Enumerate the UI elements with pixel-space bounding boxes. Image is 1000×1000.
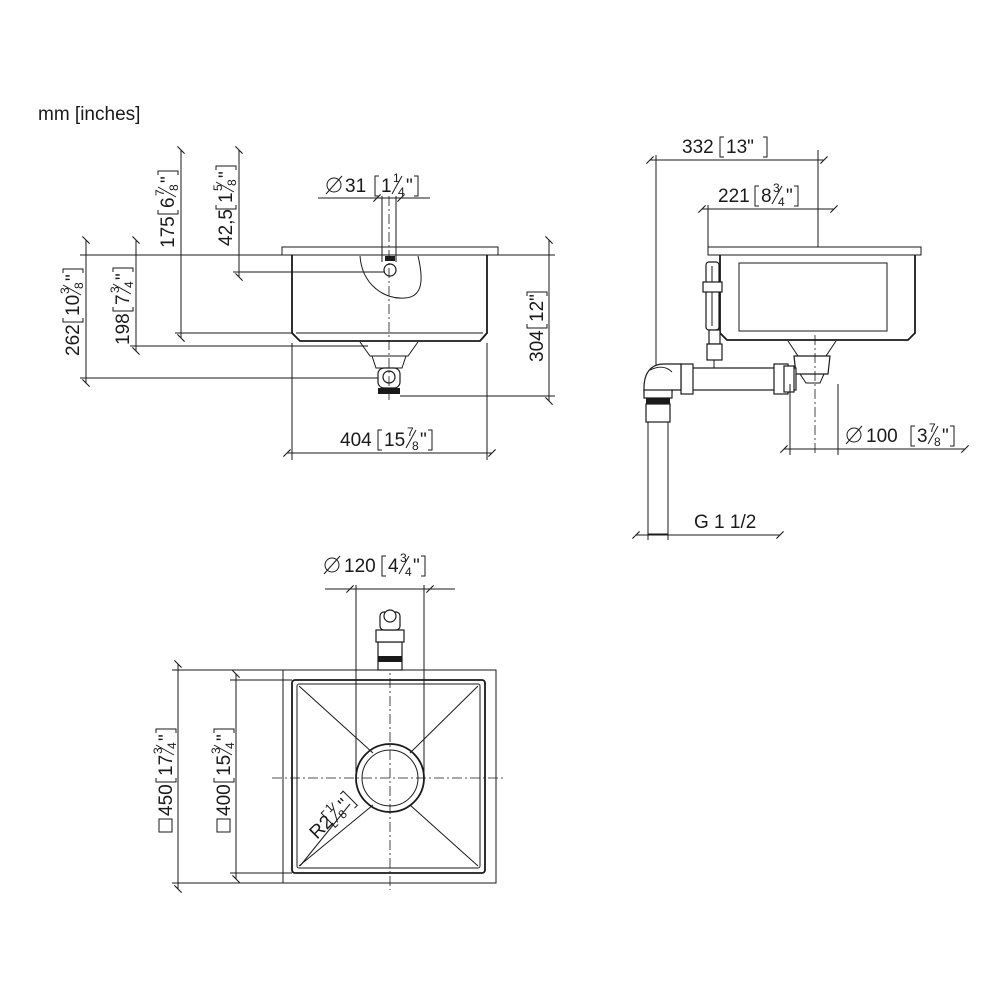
svg-text:8: 8 <box>761 186 772 207</box>
dim-depth-42: 42,5 1 5 8 " <box>211 165 239 246</box>
svg-text:3: 3 <box>58 287 72 294</box>
svg-text:": " <box>406 176 413 197</box>
svg-text:3: 3 <box>400 551 407 565</box>
svg-text:": " <box>63 274 84 281</box>
dim-404-mm: 404 <box>340 430 372 451</box>
dim-262-mm: 262 <box>63 324 84 356</box>
svg-text:12": 12" <box>527 294 548 322</box>
dim-inner-400: 400 15 3 4 " <box>209 728 237 833</box>
top-view: 120 4 3 4 " 450 17 3 4 " 400 15 3 <box>151 551 505 893</box>
dim-drain-diameter: 120 4 3 4 " <box>323 551 426 579</box>
dim-height-262: 262 10 3 8 " <box>58 268 86 356</box>
dim-400-mm: 400 <box>214 784 235 816</box>
dim-corner-radius: R2 1 8 " <box>306 790 359 844</box>
units-label: mm [inches] <box>38 104 141 125</box>
dim-depth-221: 221 8 3 4 " <box>718 181 799 209</box>
dim-height-304: 304 12" <box>526 291 548 362</box>
svg-text:10: 10 <box>63 295 84 316</box>
svg-text:3: 3 <box>773 181 780 195</box>
dim-depth-332: 332 13" <box>682 136 768 158</box>
dim-dia-100: 100 3 7 8 " <box>845 421 955 449</box>
svg-text:1: 1 <box>216 192 237 203</box>
front-view: 31 1 1 4 " 175 6 7 8 " 42,5 1 5 8 <box>58 146 555 460</box>
svg-text:": " <box>158 176 179 183</box>
dim-thread: G 1 1/2 <box>694 512 756 533</box>
dim-42-mm: 42,5 <box>216 209 237 246</box>
svg-text:17: 17 <box>156 755 177 776</box>
svg-text:1: 1 <box>393 171 400 185</box>
drain-body <box>359 341 419 357</box>
pipe-elbow <box>643 363 682 393</box>
dim-198-mm: 198 <box>113 313 134 345</box>
svg-text:13": 13" <box>726 137 754 158</box>
svg-text:4: 4 <box>778 195 785 209</box>
svg-text:5: 5 <box>211 184 225 191</box>
overflow-knob <box>383 263 397 277</box>
svg-text:": " <box>156 734 177 741</box>
side-drain <box>787 340 837 357</box>
svg-text:8: 8 <box>225 179 239 186</box>
svg-text:8: 8 <box>934 435 941 449</box>
svg-text:4: 4 <box>165 742 179 749</box>
dim-175-mm: 175 <box>158 216 179 248</box>
top-inner-bowl <box>291 679 486 874</box>
svg-text:4: 4 <box>405 565 412 579</box>
top-overflow-fitting <box>375 609 405 671</box>
dim-width-404: 404 15 7 8 " <box>340 425 433 453</box>
svg-text:4: 4 <box>223 742 237 749</box>
svg-text:": " <box>413 556 420 577</box>
svg-text:8: 8 <box>72 282 86 289</box>
svg-text:3: 3 <box>108 286 122 293</box>
dim-overflow-mm: 31 <box>345 176 366 197</box>
dim-120-mm: 120 <box>344 556 376 577</box>
side-inner-wall <box>738 262 888 332</box>
sink-bowl <box>291 255 488 342</box>
svg-text:4: 4 <box>122 281 136 288</box>
svg-text:3: 3 <box>151 747 165 754</box>
svg-text:6: 6 <box>158 197 179 208</box>
svg-text:3: 3 <box>917 426 928 447</box>
svg-text:": " <box>942 426 949 447</box>
svg-text:15: 15 <box>384 430 405 451</box>
overflow-plate <box>359 255 422 299</box>
thread-ring <box>646 398 670 404</box>
dim-450-mm: 450 <box>156 784 177 816</box>
dim-depth-175: 175 6 7 8 " <box>153 170 181 248</box>
dim-height-198: 198 7 3 4 " <box>108 267 136 345</box>
sink-rim <box>281 246 499 256</box>
svg-text:": " <box>420 430 427 451</box>
svg-text:15: 15 <box>214 755 235 776</box>
side-rim <box>707 246 922 256</box>
side-view: 332 13" 221 8 3 4 " 100 3 7 8 " <box>632 136 969 540</box>
svg-text:7: 7 <box>407 425 414 439</box>
dim-overflow-in-whole: 1 <box>381 176 392 197</box>
svg-text:3: 3 <box>209 747 223 754</box>
dim-332-mm: 332 <box>682 137 714 158</box>
dim-outer-450: 450 17 3 4 " <box>151 728 179 833</box>
svg-text:": " <box>113 273 134 280</box>
svg-text:7: 7 <box>113 294 134 305</box>
side-bowl <box>719 255 916 341</box>
tail-pipe <box>647 403 669 535</box>
dim-overflow-diameter: 31 1 1 4 " <box>325 171 419 199</box>
dim-304-mm: 304 <box>527 330 548 362</box>
dim-221-mm: 221 <box>718 186 750 207</box>
svg-text:": " <box>214 734 235 741</box>
svg-text:7: 7 <box>929 421 936 435</box>
svg-text:7: 7 <box>153 189 167 196</box>
top-outer-rim <box>282 669 497 884</box>
svg-text:": " <box>786 186 793 207</box>
svg-text:4: 4 <box>398 185 405 199</box>
dim-100-mm: 100 <box>866 426 898 447</box>
svg-text:4: 4 <box>388 556 399 577</box>
svg-text:8: 8 <box>412 439 419 453</box>
svg-text:": " <box>216 171 237 178</box>
svg-text:8: 8 <box>167 184 181 191</box>
